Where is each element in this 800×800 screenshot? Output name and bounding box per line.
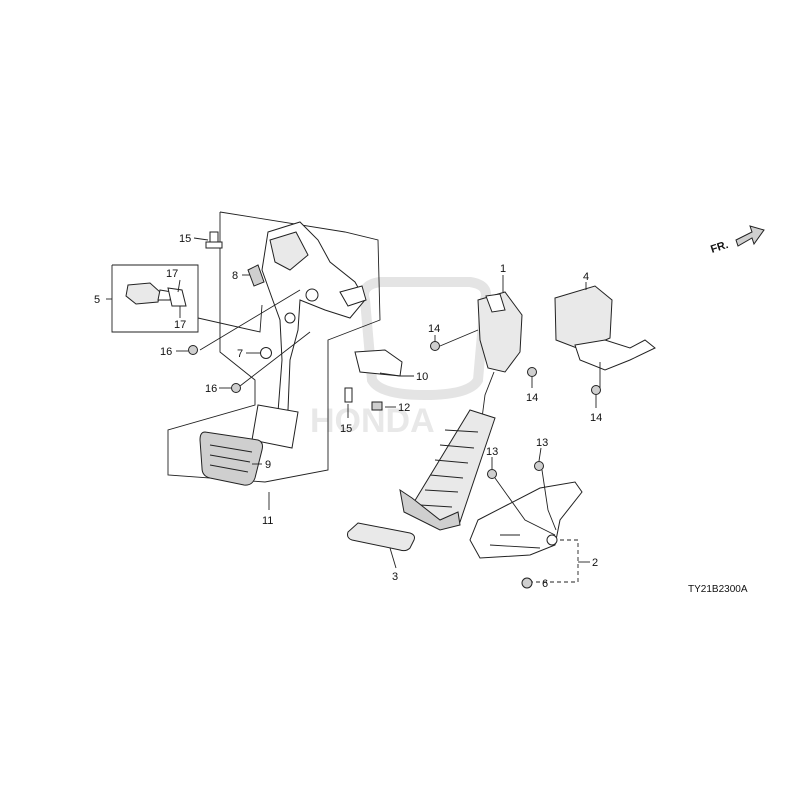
floor-pad: [347, 522, 415, 552]
callout-6: 6: [542, 578, 548, 590]
callout-12: 12: [398, 402, 410, 414]
diagram-code: TY21B2300A: [688, 584, 748, 595]
callout-16-upper: 16: [160, 346, 172, 358]
front-arrow-icon: [735, 225, 765, 247]
fasteners: [188, 231, 601, 589]
callout-17-upper: 17: [166, 268, 178, 280]
brake-pedal-plate: [251, 404, 299, 449]
callout-1: 1: [500, 263, 506, 275]
callout-11: 11: [262, 515, 273, 527]
callout-3: 3: [392, 571, 398, 583]
accelerator-pedal: [399, 409, 496, 531]
callout-7: 7: [237, 348, 243, 360]
callout-14-left: 14: [428, 323, 440, 335]
brake-pedal-assembly-outline: [167, 211, 381, 483]
callout-14-right: 14: [590, 412, 602, 424]
callout-10: 10: [416, 371, 428, 383]
leader-lines: [106, 237, 597, 583]
bracket-10: [354, 349, 403, 377]
callout-14-middle: 14: [526, 392, 538, 404]
callout-15-lower: 15: [340, 423, 352, 435]
actuator-4: [554, 285, 656, 388]
callout-5: 5: [94, 294, 100, 306]
callout-17-lower: 17: [174, 319, 186, 331]
callout-16-lower: 16: [205, 383, 217, 395]
front-label: FR.: [709, 239, 730, 256]
callout-13-left: 13: [486, 446, 498, 458]
accelerator-pedal-module: [477, 291, 523, 419]
callout-labels: 15 5 17 17 16 16 7 8 9 11 10 12 15 1 14 …: [94, 233, 602, 590]
brake-pedal-pad: [199, 431, 263, 486]
callout-13-right: 13: [536, 437, 548, 449]
stop-switch-group: [111, 264, 199, 333]
callout-8: 8: [232, 270, 238, 282]
callout-15-upper: 15: [179, 233, 191, 245]
front-direction-arrow: FR.: [709, 225, 765, 256]
callout-4: 4: [583, 271, 589, 283]
brake-pedal-arm: [261, 221, 367, 413]
callout-2: 2: [592, 557, 598, 569]
callout-9: 9: [265, 459, 271, 471]
